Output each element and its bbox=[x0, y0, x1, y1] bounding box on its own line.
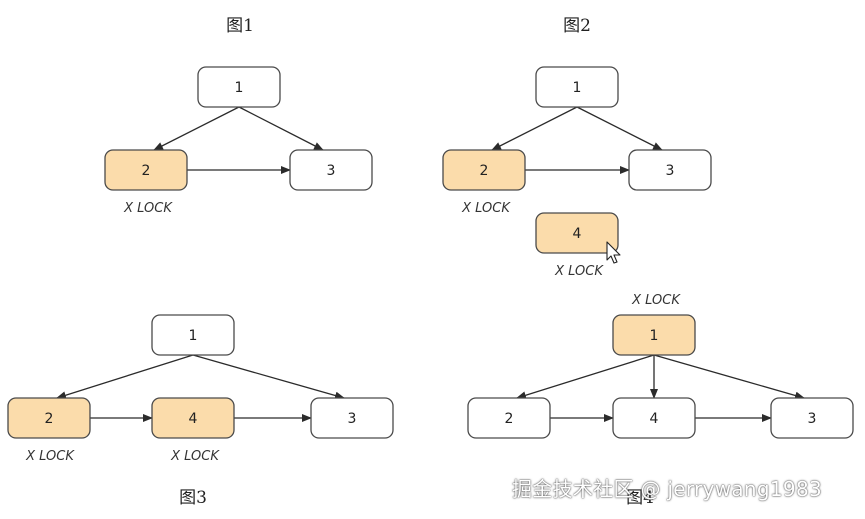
figure-4-node-1-label: 1 bbox=[650, 328, 659, 344]
figure-1-edge-1-3 bbox=[238, 106, 324, 151]
figure-2-node-4-lock-label: X LOCK bbox=[554, 264, 604, 279]
figure-2-node-1-box bbox=[535, 66, 619, 108]
figure-1-node-1-box bbox=[197, 66, 281, 108]
figure-4-title: 图4 bbox=[626, 488, 654, 508]
figure-3-node-1: 1 bbox=[151, 314, 235, 356]
figure-3-node-4-label: 4 bbox=[189, 411, 198, 427]
figure-3-edge-1-3 bbox=[192, 354, 345, 400]
figure-2-edge-1-3 bbox=[576, 106, 663, 151]
figure-2-node-1-label: 1 bbox=[573, 80, 582, 96]
figure-1-node-2-label: 2 bbox=[142, 163, 151, 179]
figure-3-node-4-lock-label: X LOCK bbox=[170, 449, 220, 464]
figure-2-node-1: 1 bbox=[535, 66, 619, 108]
figure-4-node-3-label: 3 bbox=[808, 411, 817, 427]
figure-4-edge-1-3 bbox=[653, 354, 805, 400]
figure-1-edge-1-2 bbox=[153, 106, 240, 151]
figure-4-node-1-lock-label: X LOCK bbox=[631, 293, 681, 308]
figure-4-node-2-label: 2 bbox=[505, 411, 514, 427]
figure-2-node-4-box bbox=[535, 212, 619, 254]
figure-4-node-3-box bbox=[770, 397, 854, 439]
figure-1-node-2-lock-label: X LOCK bbox=[123, 201, 173, 216]
figure-4-node-2-box bbox=[467, 397, 551, 439]
figure-3-node-4-box bbox=[151, 397, 235, 439]
figure-4-node-4-box bbox=[612, 397, 696, 439]
figure-2-title: 图2 bbox=[563, 16, 591, 36]
figure-3-node-2: 2 bbox=[7, 397, 91, 439]
figure-4-node-3: 3 bbox=[770, 397, 854, 439]
figure-1-title: 图1 bbox=[226, 16, 254, 36]
figure-3-node-1-box bbox=[151, 314, 235, 356]
figure-1-node-3-box bbox=[289, 149, 373, 191]
figure-2-node-3-box bbox=[628, 149, 712, 191]
figure-3-title: 图3 bbox=[179, 488, 207, 508]
figure-2-node-2-lock-label: X LOCK bbox=[461, 201, 511, 216]
figure-2-node-2-box bbox=[442, 149, 526, 191]
figure-3-node-2-lock-label: X LOCK bbox=[25, 449, 75, 464]
figure-3-node-3-label: 3 bbox=[348, 411, 357, 427]
mouse-pointer-icon bbox=[606, 241, 621, 264]
figure-2-node-2: 2 bbox=[442, 149, 526, 191]
figure-2-node-4-label: 4 bbox=[573, 226, 582, 242]
figure-2-node-3: 3 bbox=[628, 149, 712, 191]
figure-3-node-3-box bbox=[310, 397, 394, 439]
figure-4-node-1: 1 bbox=[612, 314, 696, 356]
figure-2-node-2-label: 2 bbox=[480, 163, 489, 179]
figure-1-node-2-box bbox=[104, 149, 188, 191]
figure-1-node-1: 1 bbox=[197, 66, 281, 108]
figure-3-node-2-box bbox=[7, 397, 91, 439]
figure-2-node-4: 4 bbox=[535, 212, 619, 254]
figure-3-node-3: 3 bbox=[310, 397, 394, 439]
figure-2-node-3-label: 3 bbox=[666, 163, 675, 179]
figure-4-node-4: 4 bbox=[612, 397, 696, 439]
watermark-text: 掘金技术社区 @ jerrywang1983 bbox=[512, 477, 822, 501]
figure-2-edge-1-2 bbox=[491, 106, 578, 151]
figure-4-node-4-label: 4 bbox=[650, 411, 659, 427]
figure-1-node-3-label: 3 bbox=[327, 163, 336, 179]
figure-3-edge-1-2 bbox=[56, 354, 194, 400]
figure-4-node-1-box bbox=[612, 314, 696, 356]
figure-1-node-2: 2 bbox=[104, 149, 188, 191]
figure-4-node-2: 2 bbox=[467, 397, 551, 439]
figure-3-node-2-label: 2 bbox=[45, 411, 54, 427]
figure-4-edge-1-2 bbox=[516, 354, 655, 400]
figure-1-node-1-label: 1 bbox=[235, 80, 244, 96]
figure-3-node-1-label: 1 bbox=[189, 328, 198, 344]
figure-1-node-3: 3 bbox=[289, 149, 373, 191]
figure-3-node-4: 4 bbox=[151, 397, 235, 439]
